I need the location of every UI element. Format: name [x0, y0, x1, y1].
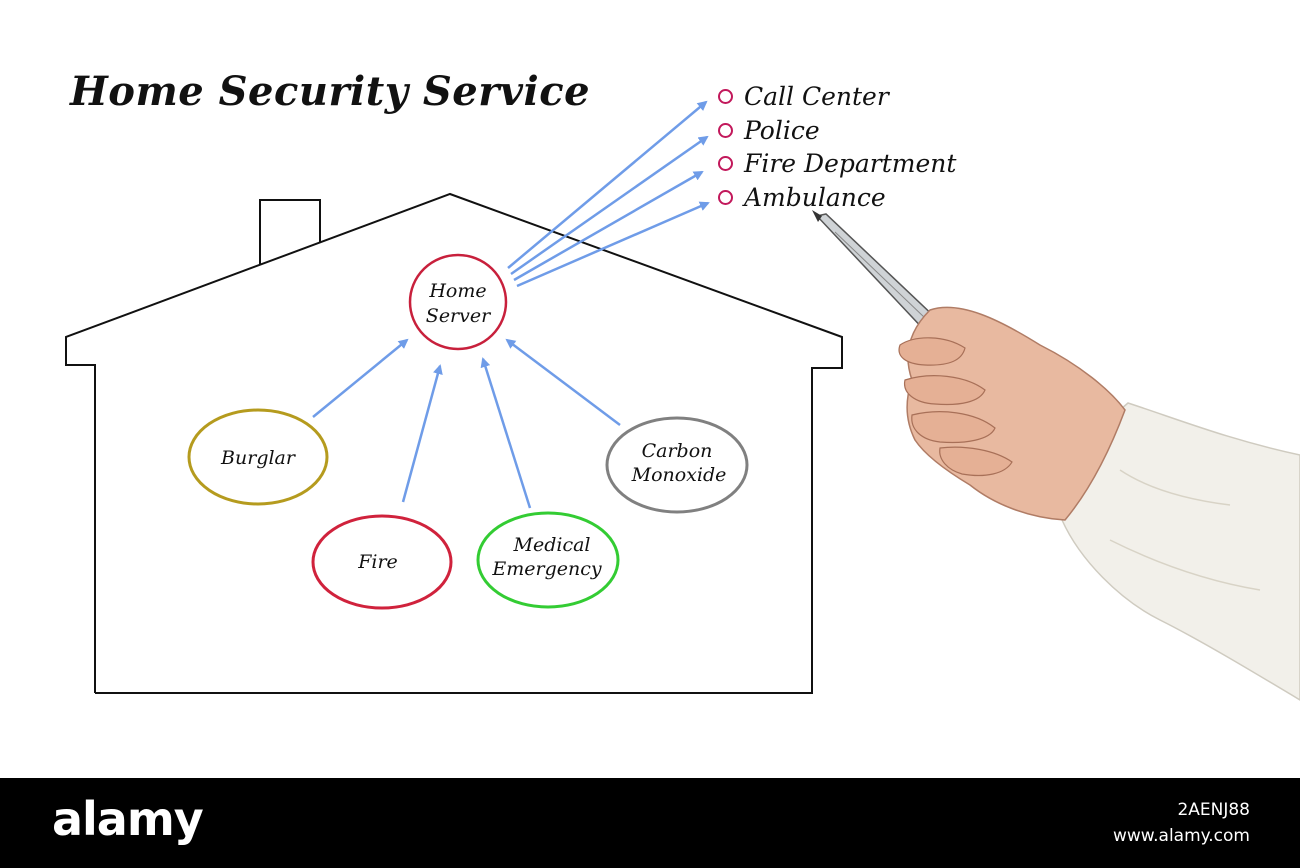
arrow-medical-to-server [480, 357, 532, 509]
destination-arrows [507, 100, 710, 288]
burglar-node: Burglar [187, 408, 329, 506]
carbon-monoxide-circle [605, 416, 749, 514]
home-server-circle [408, 253, 508, 351]
destination-item: Call Center [718, 80, 956, 114]
fire-circle [311, 514, 453, 610]
arrow-fire-to-server [401, 364, 443, 503]
circle-bullet-icon [718, 156, 733, 172]
destination-label-call-center: Call Center [744, 82, 889, 112]
arrow-server-to-fire-department [513, 170, 704, 282]
house-outline [65, 192, 843, 694]
footer-url: www.alamy.com [1112, 826, 1250, 846]
chimney [259, 199, 321, 265]
hand-with-pen-illustration [812, 210, 1300, 701]
destination-item: Police [718, 114, 956, 148]
destination-label-fire-department: Fire Department [744, 149, 957, 179]
image-id: 2AENJ88 [1177, 800, 1250, 820]
carbon-monoxide-node: Carbon Monoxide [605, 416, 749, 514]
stock-footer-bar: alamy 2AENJ88 www.alamy.com [0, 778, 1300, 868]
circle-bullet-icon [718, 122, 733, 138]
diagram-canvas: Home Security Service Home Se [65, 68, 1300, 701]
burglar-circle [187, 408, 329, 506]
carbon-label-1: Carbon [642, 440, 713, 462]
destination-label-ambulance: Ambulance [744, 182, 886, 212]
destination-list: Call Center Police Fire Department Ambul… [718, 80, 956, 214]
carbon-label-2: Monoxide [631, 464, 727, 486]
medical-emergency-circle [476, 511, 620, 609]
arrow-burglar-to-server [312, 338, 409, 418]
diagram-title: Home Security Service [70, 68, 591, 115]
arrow-server-to-ambulance [516, 201, 710, 288]
home-server-label-1: Home [428, 280, 486, 302]
circle-bullet-icon [718, 89, 733, 105]
destination-item: Fire Department [718, 147, 956, 181]
source-arrows [312, 338, 621, 509]
destination-label-police: Police [744, 115, 820, 145]
pen-icon [812, 210, 942, 336]
medical-label-1: Medical [513, 534, 591, 556]
destination-item: Ambulance [718, 181, 956, 215]
burglar-label: Burglar [220, 447, 297, 469]
fire-label: Fire [357, 551, 398, 573]
alamy-logo: alamy [52, 792, 204, 846]
house-diagram: Home Server Burglar Fire Medical Emergen… [65, 100, 1300, 701]
home-server-label-2: Server [426, 305, 492, 327]
home-server-node: Home Server [408, 253, 508, 351]
medical-emergency-node: Medical Emergency [476, 511, 620, 609]
circle-bullet-icon [718, 189, 733, 205]
arrow-server-to-police [510, 135, 709, 276]
arrow-server-to-call-center [507, 100, 708, 269]
fire-node: Fire [311, 514, 453, 610]
medical-label-2: Emergency [491, 558, 601, 580]
arrow-carbon-to-server [505, 338, 621, 426]
